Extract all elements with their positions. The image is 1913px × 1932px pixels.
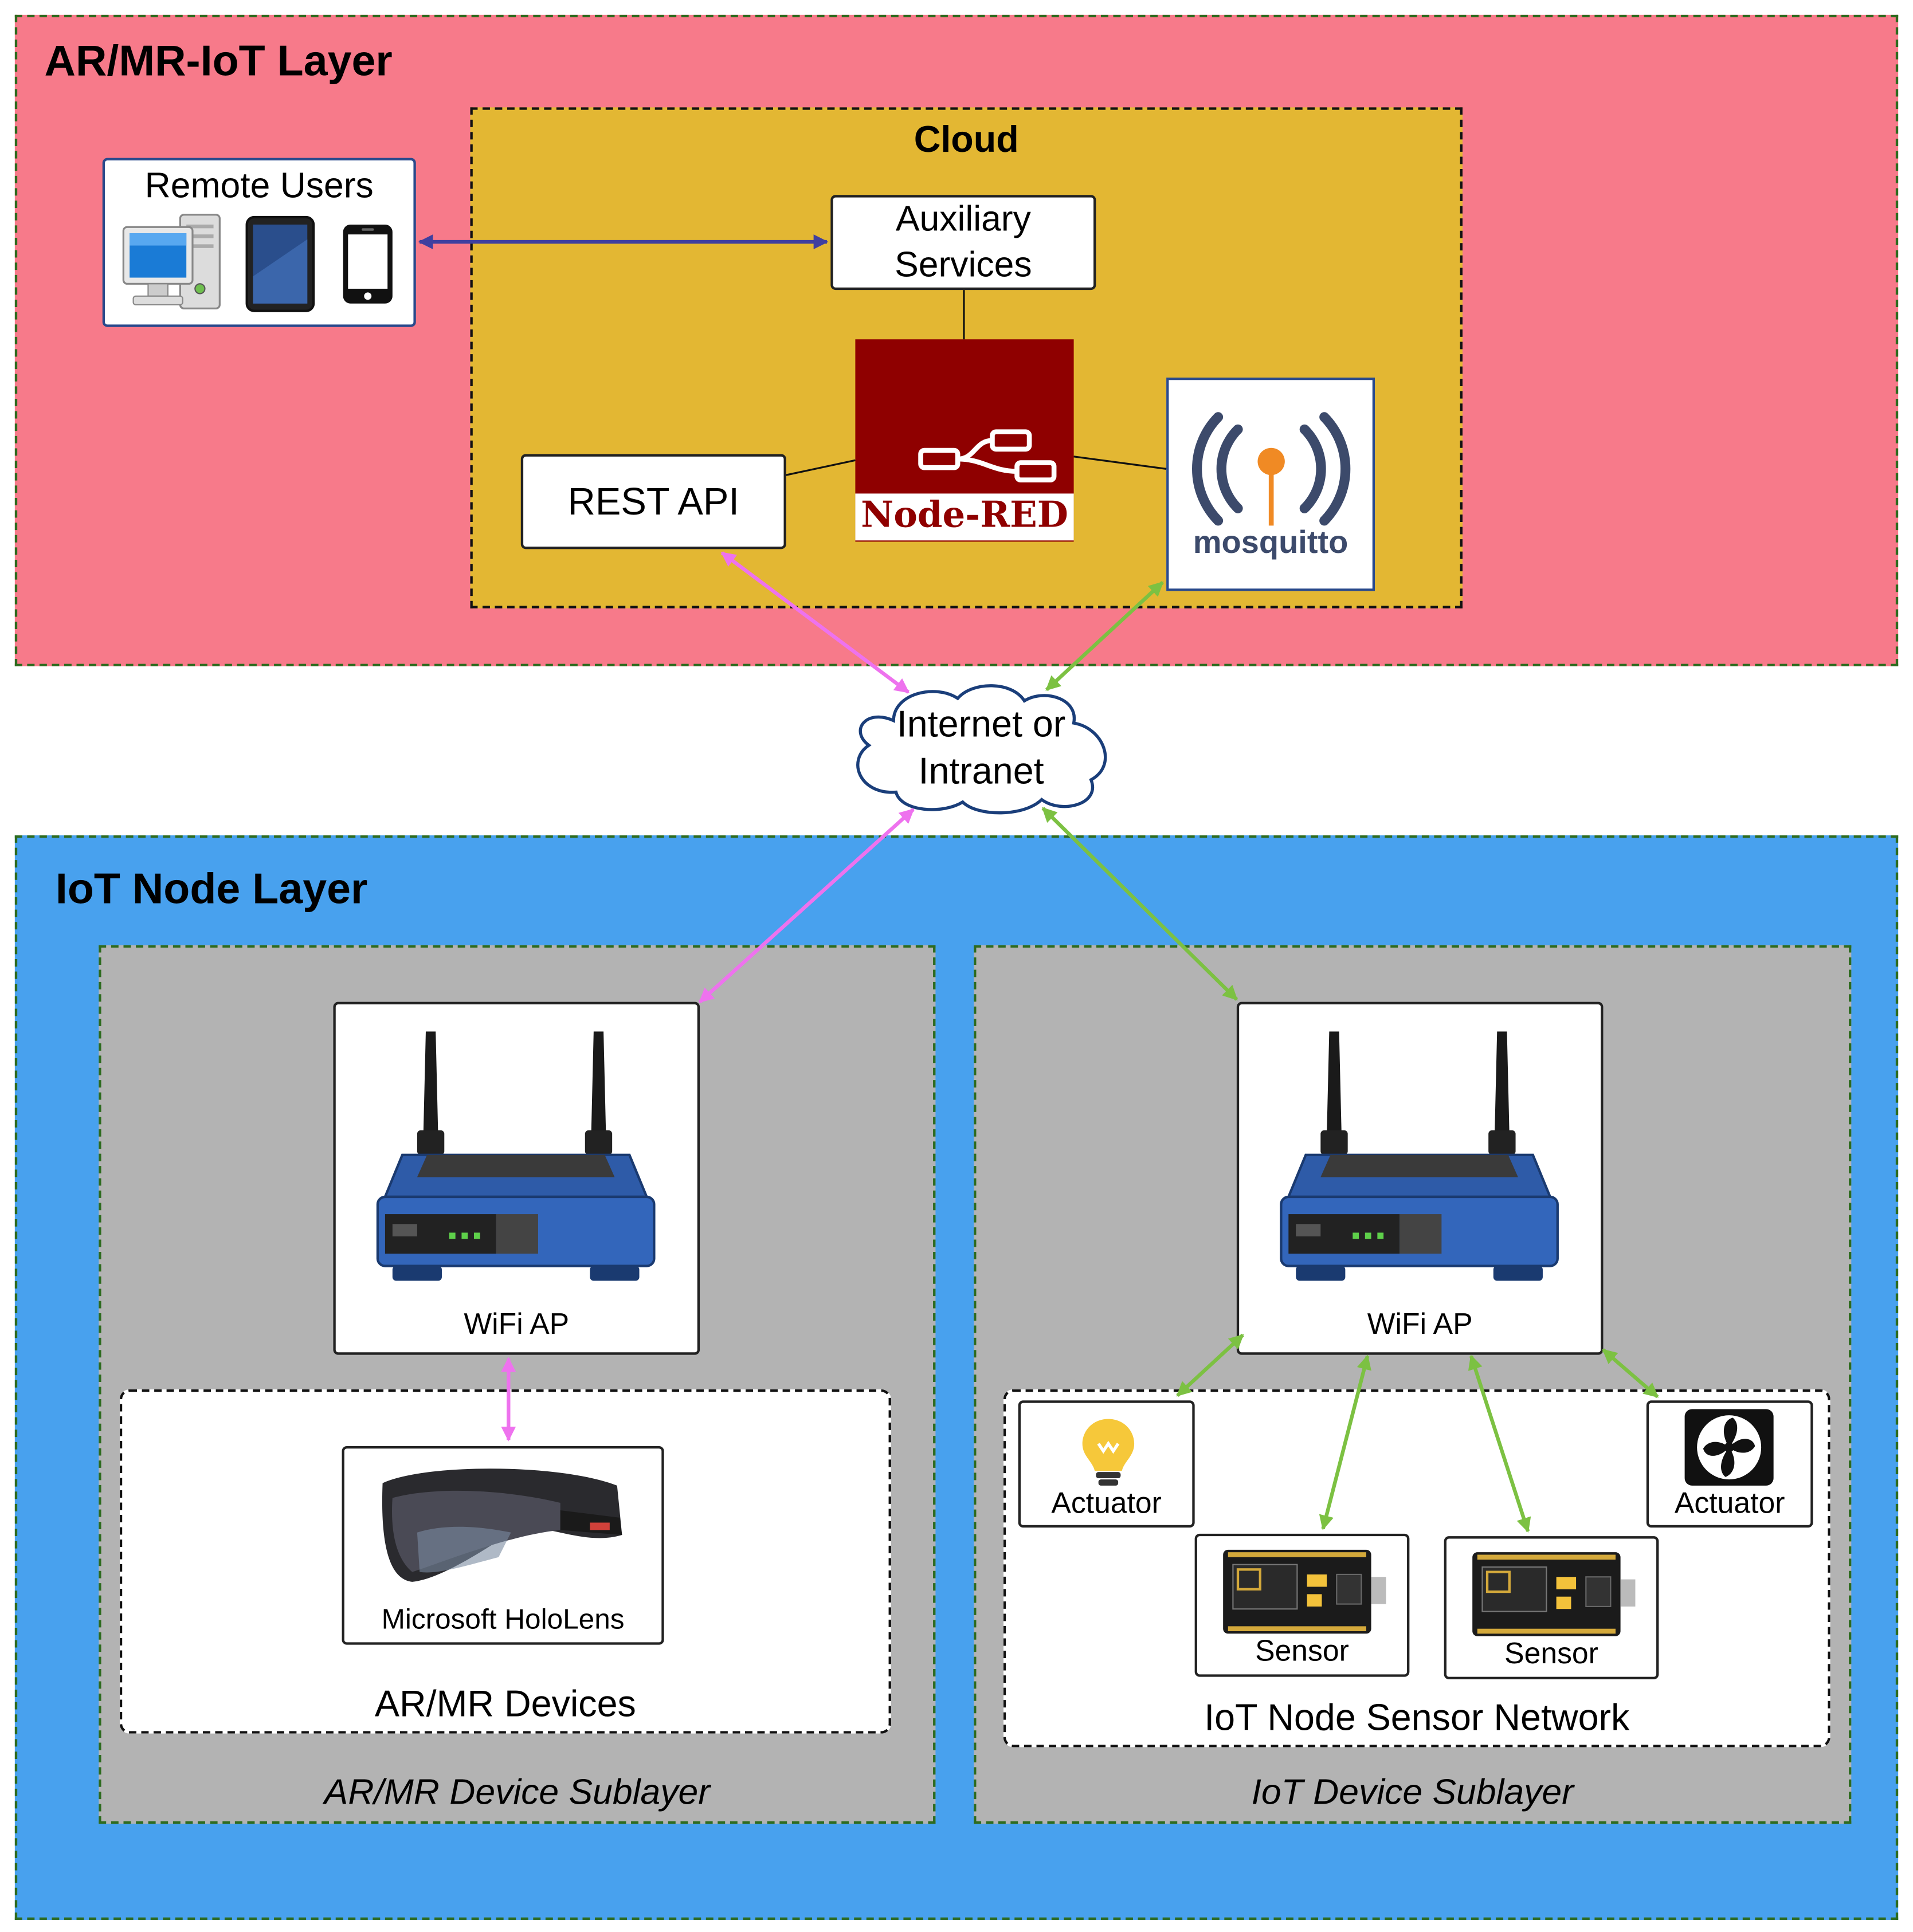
actuator-right-label: Actuator — [1674, 1487, 1785, 1521]
link-nodered-mosquitto — [1073, 455, 1167, 470]
sensor-right-label: Sensor — [1504, 1637, 1598, 1671]
hololens-headset-icon — [382, 1468, 622, 1582]
hololens-label: Microsoft HoloLens — [381, 1603, 625, 1635]
iot-sublayer-caption: IoT Device Sublayer — [1251, 1773, 1574, 1813]
rest-api-box — [520, 454, 786, 549]
auxiliary-services-box — [830, 195, 1096, 290]
wifi-router-icon — [1280, 1031, 1559, 1281]
ar-mr-sublayer-caption: AR/MR Device Sublayer — [324, 1773, 710, 1813]
mosquitto-label: mosquitto — [1193, 523, 1348, 560]
wifi-router-icon — [376, 1031, 656, 1281]
rest-api-label: REST API — [567, 480, 739, 524]
smartphone-icon — [343, 224, 393, 304]
nodemcu-board-icon — [1472, 1552, 1636, 1636]
link-wifi-sensor-right — [1468, 1354, 1531, 1533]
light-bulb-icon — [1082, 1419, 1135, 1486]
sensor-left-label: Sensor — [1255, 1635, 1349, 1668]
internet-cloud-icon — [856, 684, 1107, 815]
node-red-flow-icon — [918, 429, 1057, 483]
cloud-title: Cloud — [914, 119, 1019, 160]
nodemcu-board-icon — [1223, 1549, 1386, 1634]
ar-mr-devices-label: AR/MR Devices — [374, 1684, 636, 1725]
internet-intranet-label: Internet or Intranet — [896, 704, 1066, 792]
iot-sensor-network-label: IoT Node Sensor Network — [1204, 1698, 1630, 1739]
link-rest-nodered — [786, 459, 856, 476]
ar-mr-iot-layer-title: AR/MR-IoT Layer — [44, 37, 393, 85]
link-wifi-sensor-left — [1319, 1354, 1371, 1530]
link-internet-wifi-left — [698, 808, 915, 1004]
actuator-left-label: Actuator — [1051, 1487, 1162, 1521]
fan-icon — [1684, 1409, 1774, 1486]
link-internet-wifi-right — [1041, 807, 1238, 1001]
link-wifi-actuator-right — [1602, 1348, 1659, 1399]
link-mosquitto-internet — [1045, 581, 1164, 692]
link-wifi-actuator-left — [1176, 1333, 1244, 1397]
desktop-computer-icon — [122, 214, 221, 310]
wifi-ap-left-label: WiFi AP — [464, 1307, 570, 1341]
mosquitto-logo-icon — [1192, 412, 1351, 526]
link-rest-internet — [720, 551, 910, 694]
auxiliary-services-label: Auxiliary Services — [895, 199, 1032, 285]
iot-node-layer-title: IoT Node Layer — [55, 865, 368, 913]
remote-users-label: Remote Users — [144, 166, 374, 206]
node-red-label: Node-RED — [861, 493, 1068, 536]
tablet-icon — [245, 215, 315, 312]
wifi-ap-right-label: WiFi AP — [1367, 1307, 1473, 1341]
